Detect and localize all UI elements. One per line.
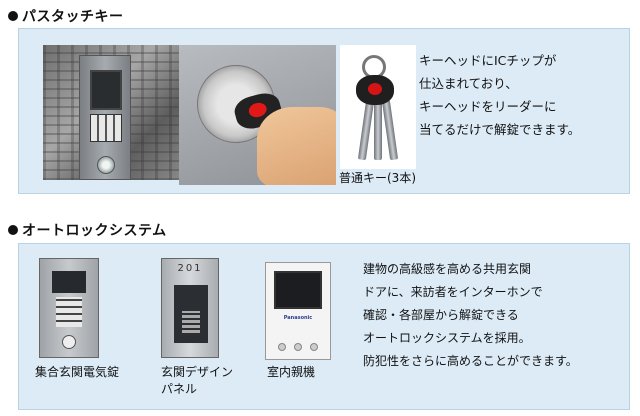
room-number: 201 bbox=[177, 263, 203, 274]
indoor-monitor-caption: 室内親機 bbox=[267, 365, 316, 379]
pass-touch-key-description: キーヘッドにICチップが 仕込まれており、 キーヘッドをリーダーに 当てるだけで… bbox=[419, 53, 581, 137]
indoor-monitor-photo: Panasonic bbox=[265, 262, 331, 360]
entrance-design-panel-photo: 201 bbox=[161, 258, 219, 358]
entrance-design-panel-caption: 玄関デザイン パネル bbox=[161, 365, 234, 396]
section-heading-auto-lock: オートロックシステム bbox=[8, 220, 167, 240]
bullet-icon bbox=[8, 11, 18, 21]
three-keys-photo bbox=[340, 45, 416, 169]
key-touch-reader-photo bbox=[179, 45, 336, 185]
section-title: オートロックシステム bbox=[22, 223, 167, 239]
pass-touch-key-panel: 普通キー(3本) キーヘッドにICチップが 仕込まれており、 キーヘッドをリーダ… bbox=[18, 28, 630, 194]
entrance-panel-photo bbox=[43, 45, 186, 180]
auto-lock-description: 建物の高級感を高める共用玄関 ドアに、来訪者をインターホンで 確認・各部屋から解… bbox=[363, 262, 578, 368]
bullet-icon bbox=[8, 225, 18, 235]
auto-lock-panel: 集合玄関電気錠 201 玄関デザイン パネル Panasonic 室内親機 建物… bbox=[18, 243, 630, 410]
section-title: パスタッチキー bbox=[22, 9, 124, 25]
section-heading-pass-touch-key: パスタッチキー bbox=[8, 6, 124, 26]
monitor-brand: Panasonic bbox=[283, 315, 313, 321]
entrance-electric-lock-caption: 集合玄関電気錠 bbox=[35, 365, 120, 379]
entrance-electric-lock-photo bbox=[39, 258, 99, 358]
normal-key-caption: 普通キー(3本) bbox=[339, 171, 416, 185]
